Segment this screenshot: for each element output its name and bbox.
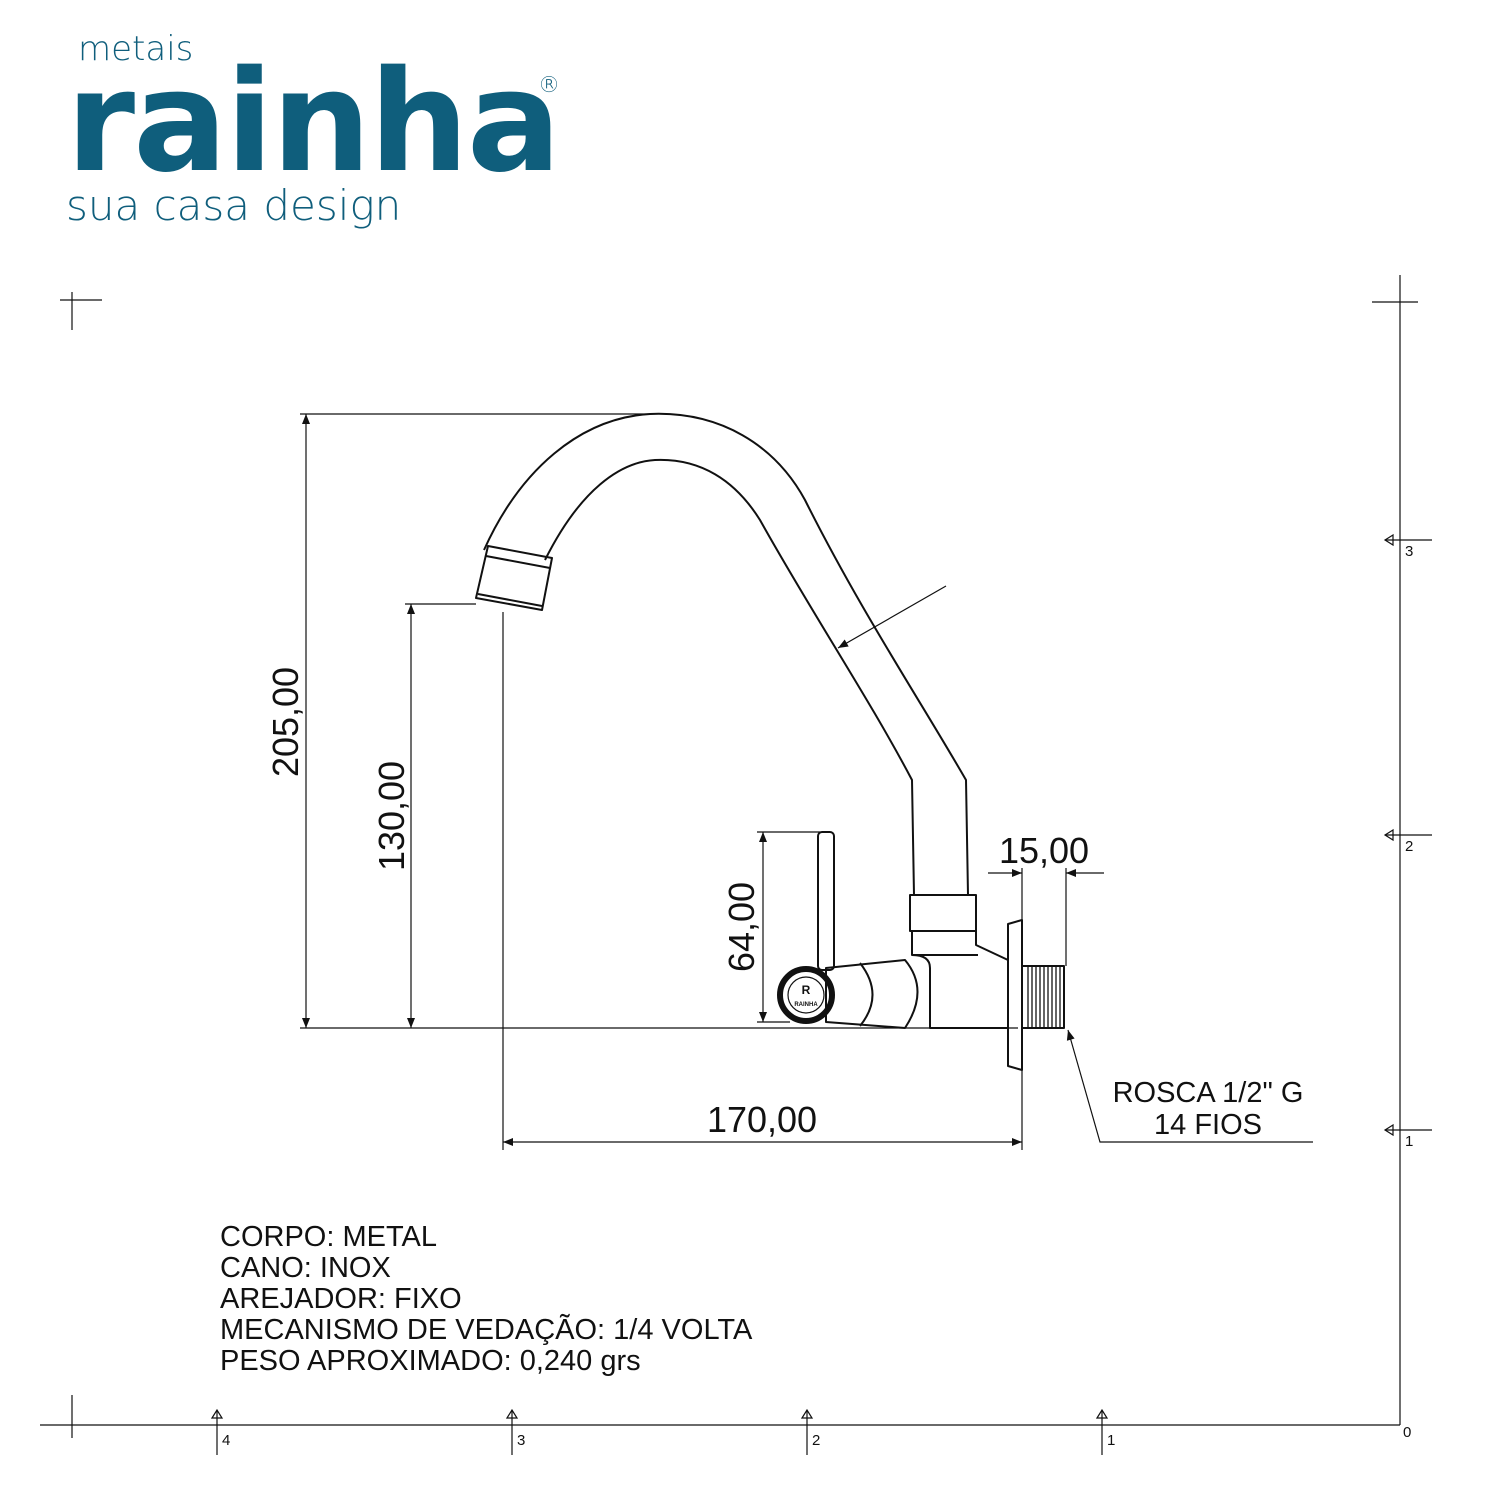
drawing-frame (40, 275, 1432, 1455)
handle-lever (817, 831, 835, 971)
dim-label-130: 130,00 (371, 761, 412, 871)
thread-shank (1021, 965, 1065, 1029)
dim-label-15: 15,00 (999, 830, 1089, 871)
thread-callout: ROSCA 1/2" G 14 FIOS (1113, 1077, 1304, 1141)
emblem-letter: R (802, 983, 811, 997)
thread-ribs (1027, 966, 1061, 1028)
emblem-word: RAINHA (794, 1002, 818, 1008)
spec-list: CORPO: METAL CANO: INOX AREJADOR: FIXO M… (220, 1221, 753, 1377)
thread-leader (1066, 1029, 1313, 1143)
aerator (475, 545, 553, 611)
spec-line: CORPO: METAL (220, 1221, 437, 1253)
bottom-tick-4: 4 (222, 1432, 230, 1449)
logo-registered-mark: ® (538, 73, 560, 98)
dim-label-64: 64,00 (721, 882, 762, 972)
spec-line: MECANISMO DE VEDAÇÃO: 1/4 VOLTA (220, 1312, 753, 1346)
origin-tick-0: 0 (1403, 1424, 1411, 1441)
dim-label-170: 170,00 (707, 1099, 817, 1140)
handle-cap (777, 966, 835, 1024)
wall-flange (1007, 919, 1023, 1071)
spout-inner-edge (544, 458, 915, 896)
frame-tick-labels: 4 3 2 1 3 2 1 0 (222, 543, 1413, 1449)
bottom-tick-2: 2 (812, 1432, 820, 1449)
valve-body (911, 930, 1009, 1029)
spec-line: AREJADOR: FIXO (220, 1283, 462, 1315)
bottom-tick-3: 3 (517, 1432, 525, 1449)
logo-metais: metais (78, 29, 193, 69)
thread-callout-line1: ROSCA 1/2" G (1113, 1077, 1304, 1109)
collar-nut (909, 894, 977, 932)
handle-emblem: R RAINHA (794, 983, 818, 1008)
logo-tagline: sua casa design (66, 181, 401, 230)
faucet-drawing (475, 412, 1065, 1071)
dim-label-205: 205,00 (265, 667, 306, 777)
bottom-tick-1: 1 (1107, 1432, 1115, 1449)
logo-rainha: rainha (66, 41, 559, 204)
spec-line: CANO: INOX (220, 1252, 391, 1284)
dimension-labels: 205,00 130,00 64,00 15,00 170,00 (265, 667, 1089, 1140)
thread-callout-line2: 14 FIOS (1154, 1109, 1262, 1141)
spec-line: PESO APROXIMADO: 0,240 grs (220, 1345, 641, 1377)
right-tick-1: 1 (1405, 1133, 1413, 1150)
spout-outer-edge (483, 412, 969, 896)
pipe-diameter-leader (837, 585, 947, 649)
dimension-lines (300, 413, 1313, 1150)
right-tick-3: 3 (1405, 543, 1413, 560)
brand-logo: metais rainha ® sua casa design (66, 29, 561, 230)
right-tick-2: 2 (1405, 838, 1413, 855)
